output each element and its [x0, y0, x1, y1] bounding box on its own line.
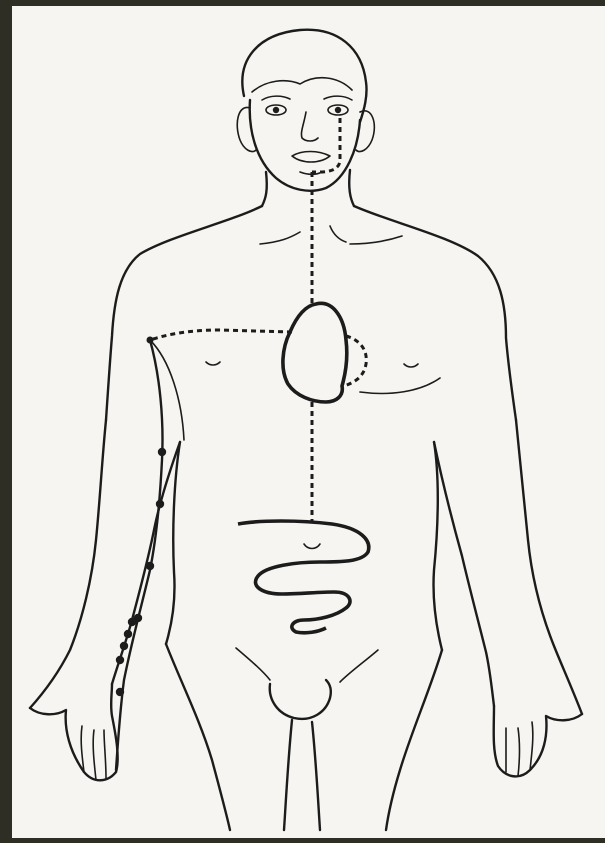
arm-meridian-line-outer — [116, 340, 163, 770]
navel — [304, 544, 320, 549]
left-eyebrow — [262, 96, 290, 100]
torso — [106, 170, 516, 830]
meridian-body-diagram — [12, 6, 605, 838]
groin-right — [340, 650, 378, 682]
neck-right — [349, 170, 354, 206]
acupoint-7 — [124, 630, 132, 638]
organs — [238, 303, 369, 632]
right-hip — [386, 650, 442, 830]
left-hip — [166, 644, 230, 830]
right-eyebrow — [324, 96, 352, 100]
right-pectoral — [360, 378, 440, 393]
hair-fringe — [252, 78, 352, 92]
left-nipple — [206, 362, 220, 365]
right-shoulder-outline — [354, 206, 516, 420]
right-hand — [494, 706, 582, 776]
head — [237, 30, 374, 191]
acupoint-2 — [158, 448, 166, 456]
left-shoulder-outline — [106, 206, 262, 420]
acupoint-6 — [128, 618, 136, 626]
heart-organ — [283, 303, 347, 402]
inner-thigh-right — [312, 722, 320, 830]
right-fingers — [506, 722, 533, 776]
arm-meridian-line-inner — [150, 340, 184, 440]
arms — [30, 420, 582, 780]
acupoint-3 — [156, 500, 164, 508]
right-clavicle — [350, 236, 402, 244]
meridian-paths — [150, 118, 366, 522]
mouth — [292, 152, 330, 163]
groin-left — [236, 648, 270, 680]
right-pupil — [335, 107, 341, 113]
acupoint-8 — [120, 642, 128, 650]
diagram-paper — [12, 6, 605, 838]
left-arm-outer — [30, 420, 106, 708]
left-clavicle — [260, 232, 300, 244]
left-ear — [237, 107, 256, 151]
acupoint-10 — [116, 688, 124, 696]
chest-to-arm-meridian — [150, 330, 292, 340]
face-branch-meridian — [312, 118, 340, 172]
genital-outline — [270, 680, 331, 719]
nose — [301, 112, 318, 141]
right-nipple — [404, 364, 418, 367]
right-arm-outer — [516, 420, 582, 714]
right-arm-inner — [434, 442, 494, 706]
sternal-notch — [330, 226, 346, 242]
small-intestine — [238, 521, 369, 633]
neck-left — [262, 172, 267, 206]
left-flank — [166, 442, 180, 644]
acupoint-4 — [146, 562, 154, 570]
acupoint-1 — [147, 337, 154, 344]
left-pupil — [273, 107, 279, 113]
acupoint-9 — [116, 656, 124, 664]
inner-thigh-left — [284, 720, 292, 830]
